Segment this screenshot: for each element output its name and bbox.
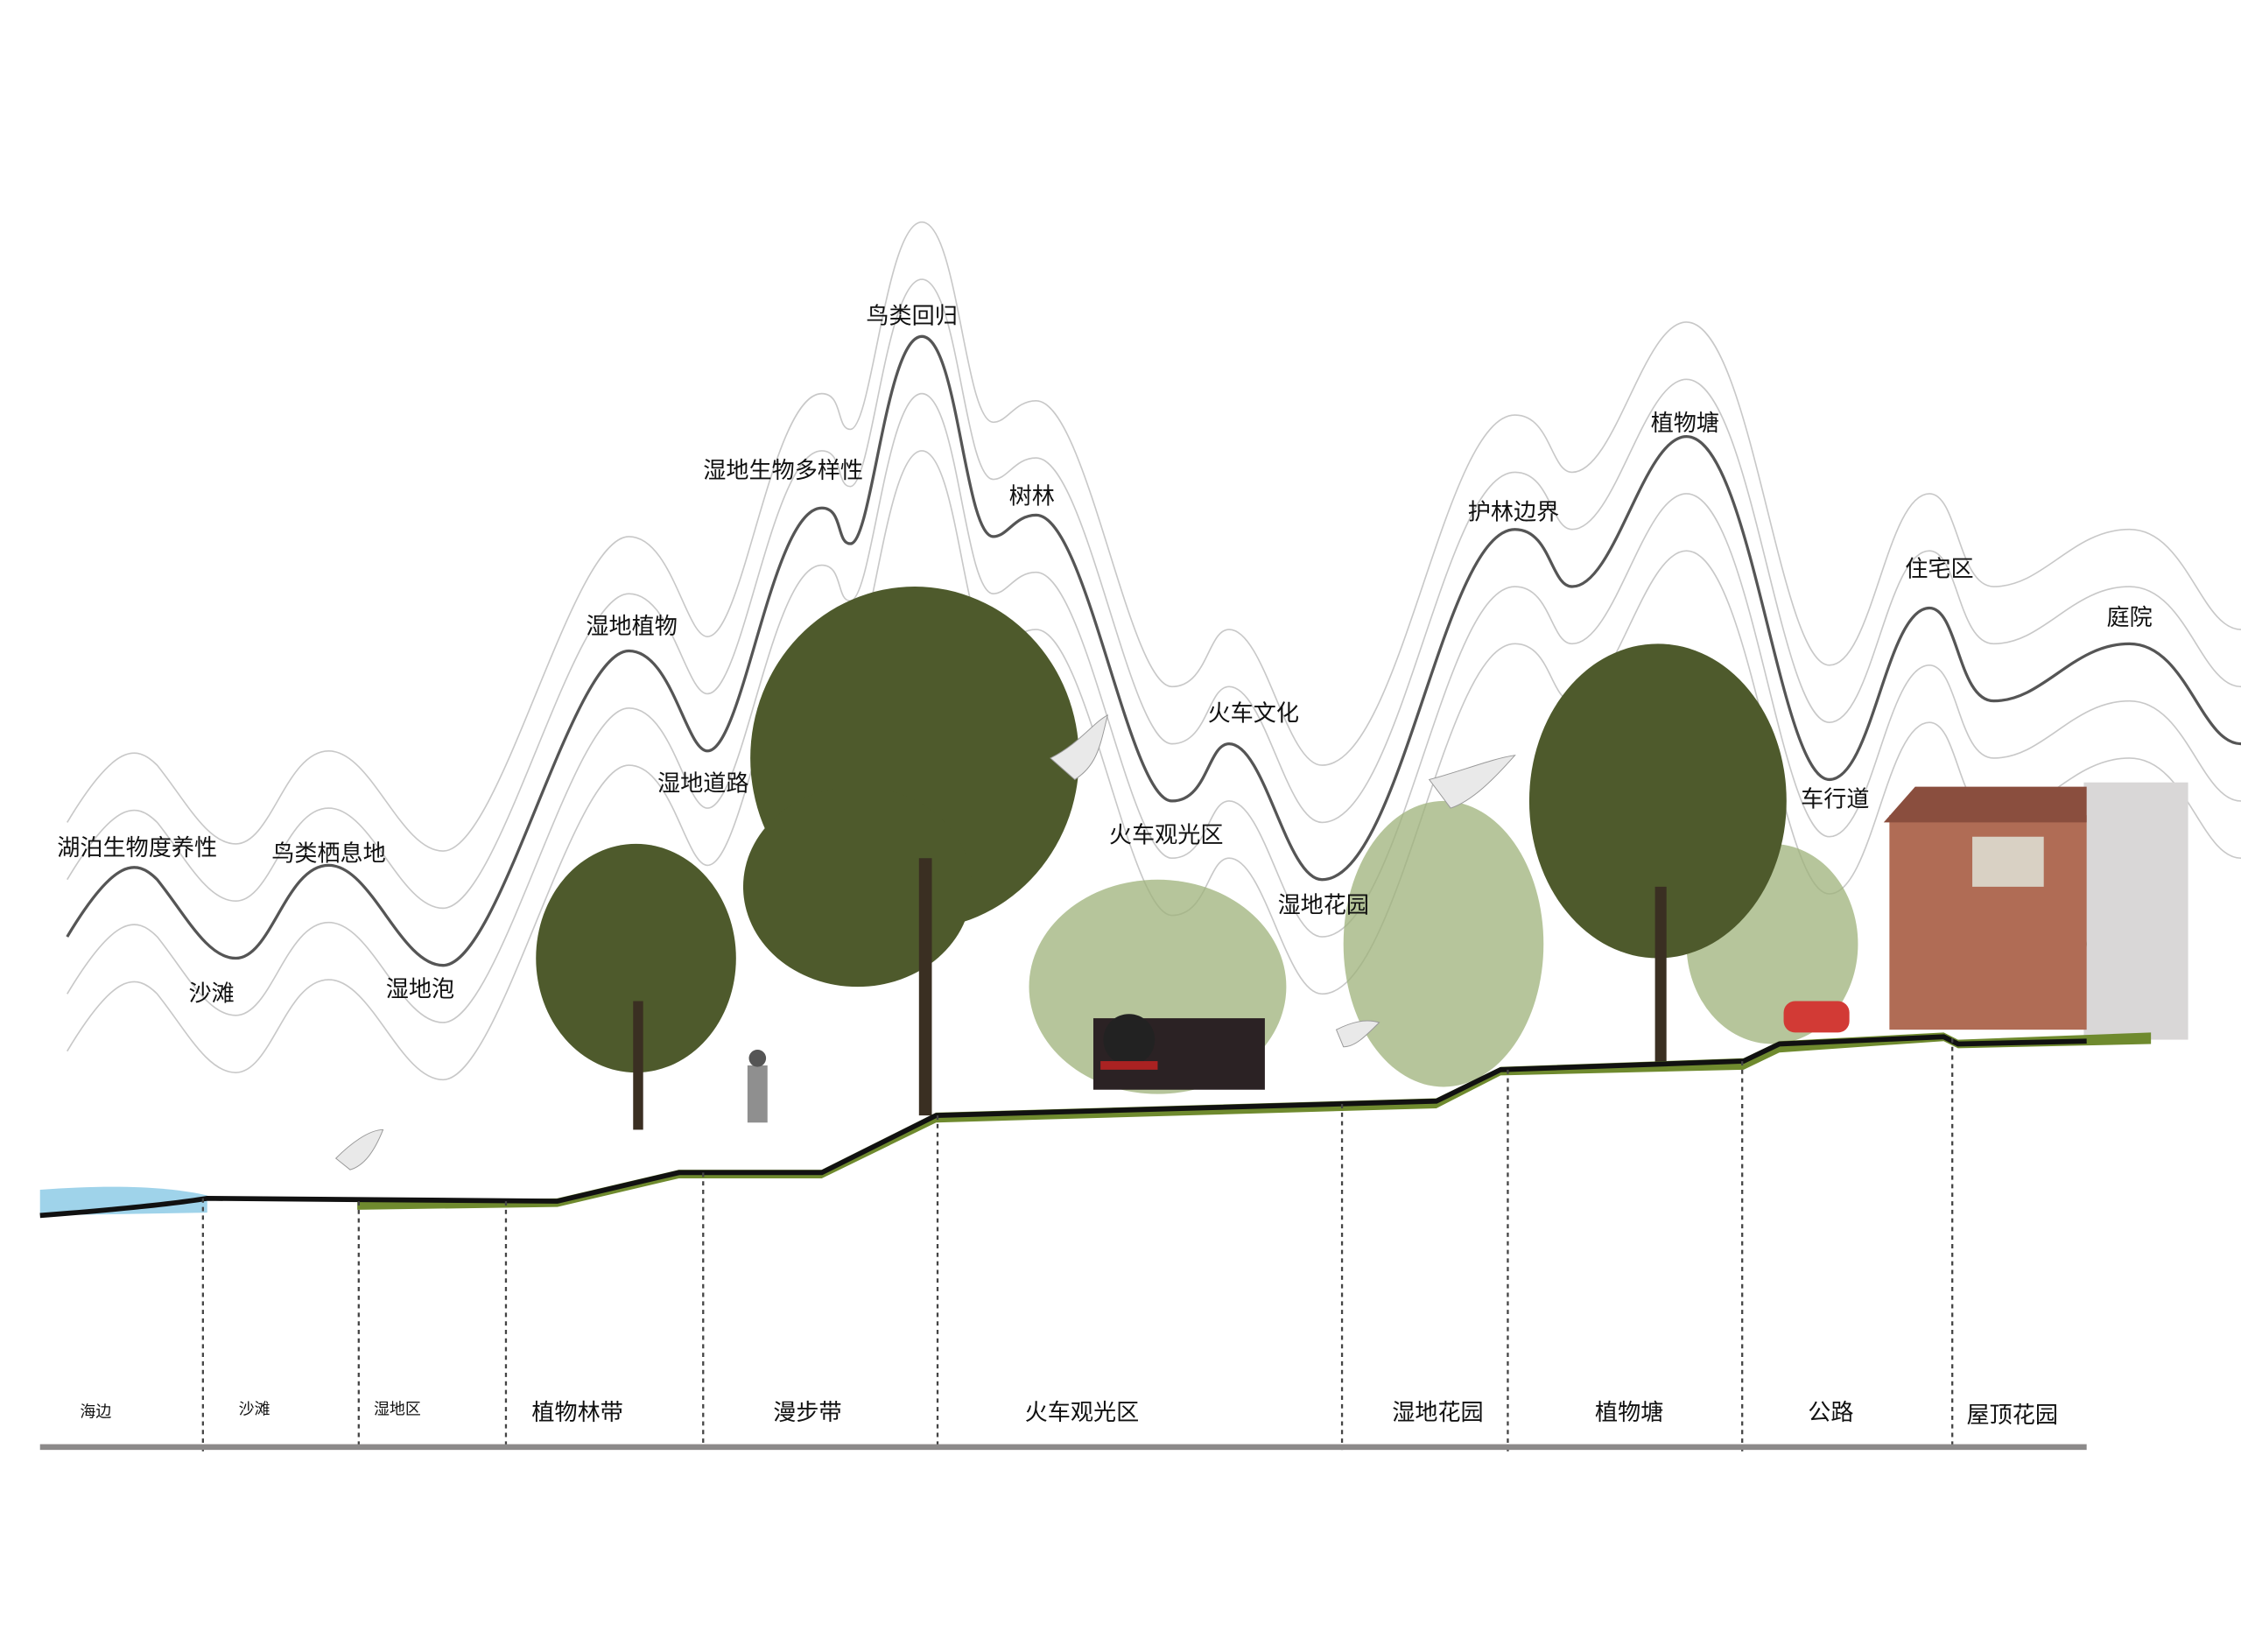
label-lake-biodiversity: 湖泊生物度养性 <box>57 835 217 861</box>
label-driveway: 车行道 <box>1801 786 1869 812</box>
baseline <box>39 1444 2087 1451</box>
hiker-icon <box>747 1050 768 1123</box>
label-wetland-biodiversity: 湿地生物多样性 <box>703 458 863 484</box>
bird-icon <box>334 714 1516 1170</box>
label-bird-habitat: 鸟类栖息地 <box>271 840 386 867</box>
label-wetland-garden: 湿地花园 <box>1278 892 1369 918</box>
zone-labels: 海边 沙滩 湿地区 植物林带 漫步带 火车观光区 湿地花园 植物塘 公路 屋顶花… <box>80 1400 2058 1429</box>
label-courtyard: 庭院 <box>2107 605 2153 631</box>
zone-label-plant-forest-belt: 植物林带 <box>531 1400 622 1426</box>
zone-label-roof-garden: 屋顶花园 <box>1967 1402 2058 1429</box>
label-woods: 树林 <box>1009 483 1055 510</box>
label-plant-pond: 植物塘 <box>1651 411 1719 437</box>
label-residential: 住宅区 <box>1905 557 1973 583</box>
water <box>39 1186 207 1216</box>
zone-label-walking-belt: 漫步带 <box>773 1400 841 1426</box>
label-bird-return: 鸟类回归 <box>866 304 957 330</box>
tree-icon <box>536 587 2087 1130</box>
zone-label-plant-pond: 植物塘 <box>1595 1400 1663 1426</box>
zone-label-wetland-garden: 湿地花园 <box>1392 1400 1483 1426</box>
vegetation-illustration <box>39 587 2188 1216</box>
ground-profile-line <box>39 1034 2087 1219</box>
zone-label-train-sightseeing: 火车观光区 <box>1025 1400 1140 1426</box>
house-backdrop <box>2083 782 2188 1040</box>
label-forest-border: 护林边界 <box>1468 499 1559 525</box>
zone-label-seaside: 海边 <box>80 1403 111 1422</box>
label-train-culture: 火车文化 <box>1208 700 1299 727</box>
zone-dividers <box>201 1037 1954 1456</box>
label-train-sightseeing: 火车观光区 <box>1109 822 1224 848</box>
main-wave-line <box>66 334 2241 967</box>
label-wetland-pond: 湿地泡 <box>386 977 454 1003</box>
label-beach: 沙滩 <box>189 981 235 1008</box>
label-wetland-road: 湿地道路 <box>657 770 748 797</box>
house-icon <box>1883 786 2087 1030</box>
ecological-wave-lines <box>66 221 2241 1081</box>
zone-label-beach: 沙滩 <box>239 1400 270 1418</box>
zone-label-wetland: 湿地区 <box>374 1400 421 1418</box>
zone-label-road: 公路 <box>1808 1400 1853 1426</box>
curve-labels: 湖泊生物度养性 沙滩 鸟类栖息地 湿地泡 湿地植物 湿地道路 湿地生物多样性 鸟… <box>57 304 2152 1008</box>
label-wetland-plants: 湿地植物 <box>586 614 677 640</box>
train-icon <box>1092 1014 1265 1090</box>
car-icon <box>1783 1001 1850 1033</box>
